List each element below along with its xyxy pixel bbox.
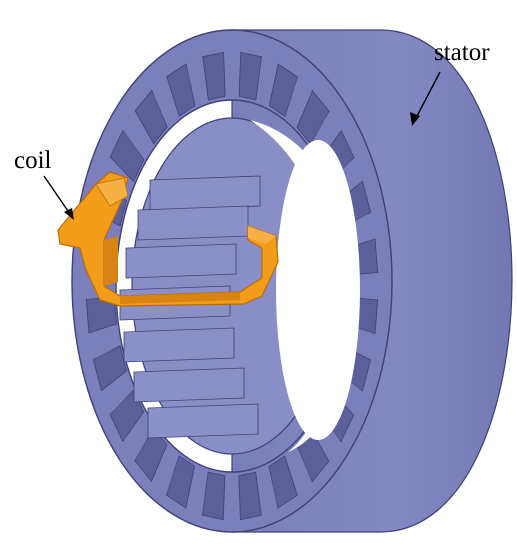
stator-slot-wall: [202, 472, 209, 516]
stator-slot-wall: [284, 76, 298, 117]
stator-teeth: [119, 175, 261, 439]
stator-slot-wall: [269, 466, 278, 509]
stator-slot-wall: [109, 390, 134, 415]
stator-slot-wall: [151, 90, 168, 128]
stator-slot-wall: [320, 412, 342, 442]
coil-callout-arrow: [43, 175, 74, 220]
stator-slot-wall: [238, 475, 241, 520]
stator-slot-wall: [186, 63, 195, 106]
stator-label: stator: [434, 39, 490, 66]
stator-tooth: [133, 367, 245, 403]
stator-slot-wall: [347, 324, 375, 334]
stator-slot-wall: [86, 296, 115, 300]
stator-bore: [131, 117, 360, 455]
stator-slot-wall: [122, 130, 144, 160]
stator-tooth: [137, 205, 249, 241]
stator-slot-wall: [310, 111, 330, 145]
coil: [57, 171, 279, 307]
stator-tooth: [123, 327, 235, 363]
stator-slot-wall: [166, 455, 180, 496]
stator-tooth: [147, 403, 259, 439]
stator-slot-wall: [93, 345, 120, 360]
coil-label: coil: [14, 147, 52, 174]
stator-tooth: [125, 243, 237, 279]
stator-slot-wall: [255, 56, 262, 100]
stator-tooth: [149, 175, 261, 211]
stator-slot-wall: [349, 272, 378, 276]
stator-slot-wall: [296, 444, 313, 482]
stator-slot-wall: [223, 52, 226, 97]
stator-callout-arrow: [410, 71, 441, 126]
